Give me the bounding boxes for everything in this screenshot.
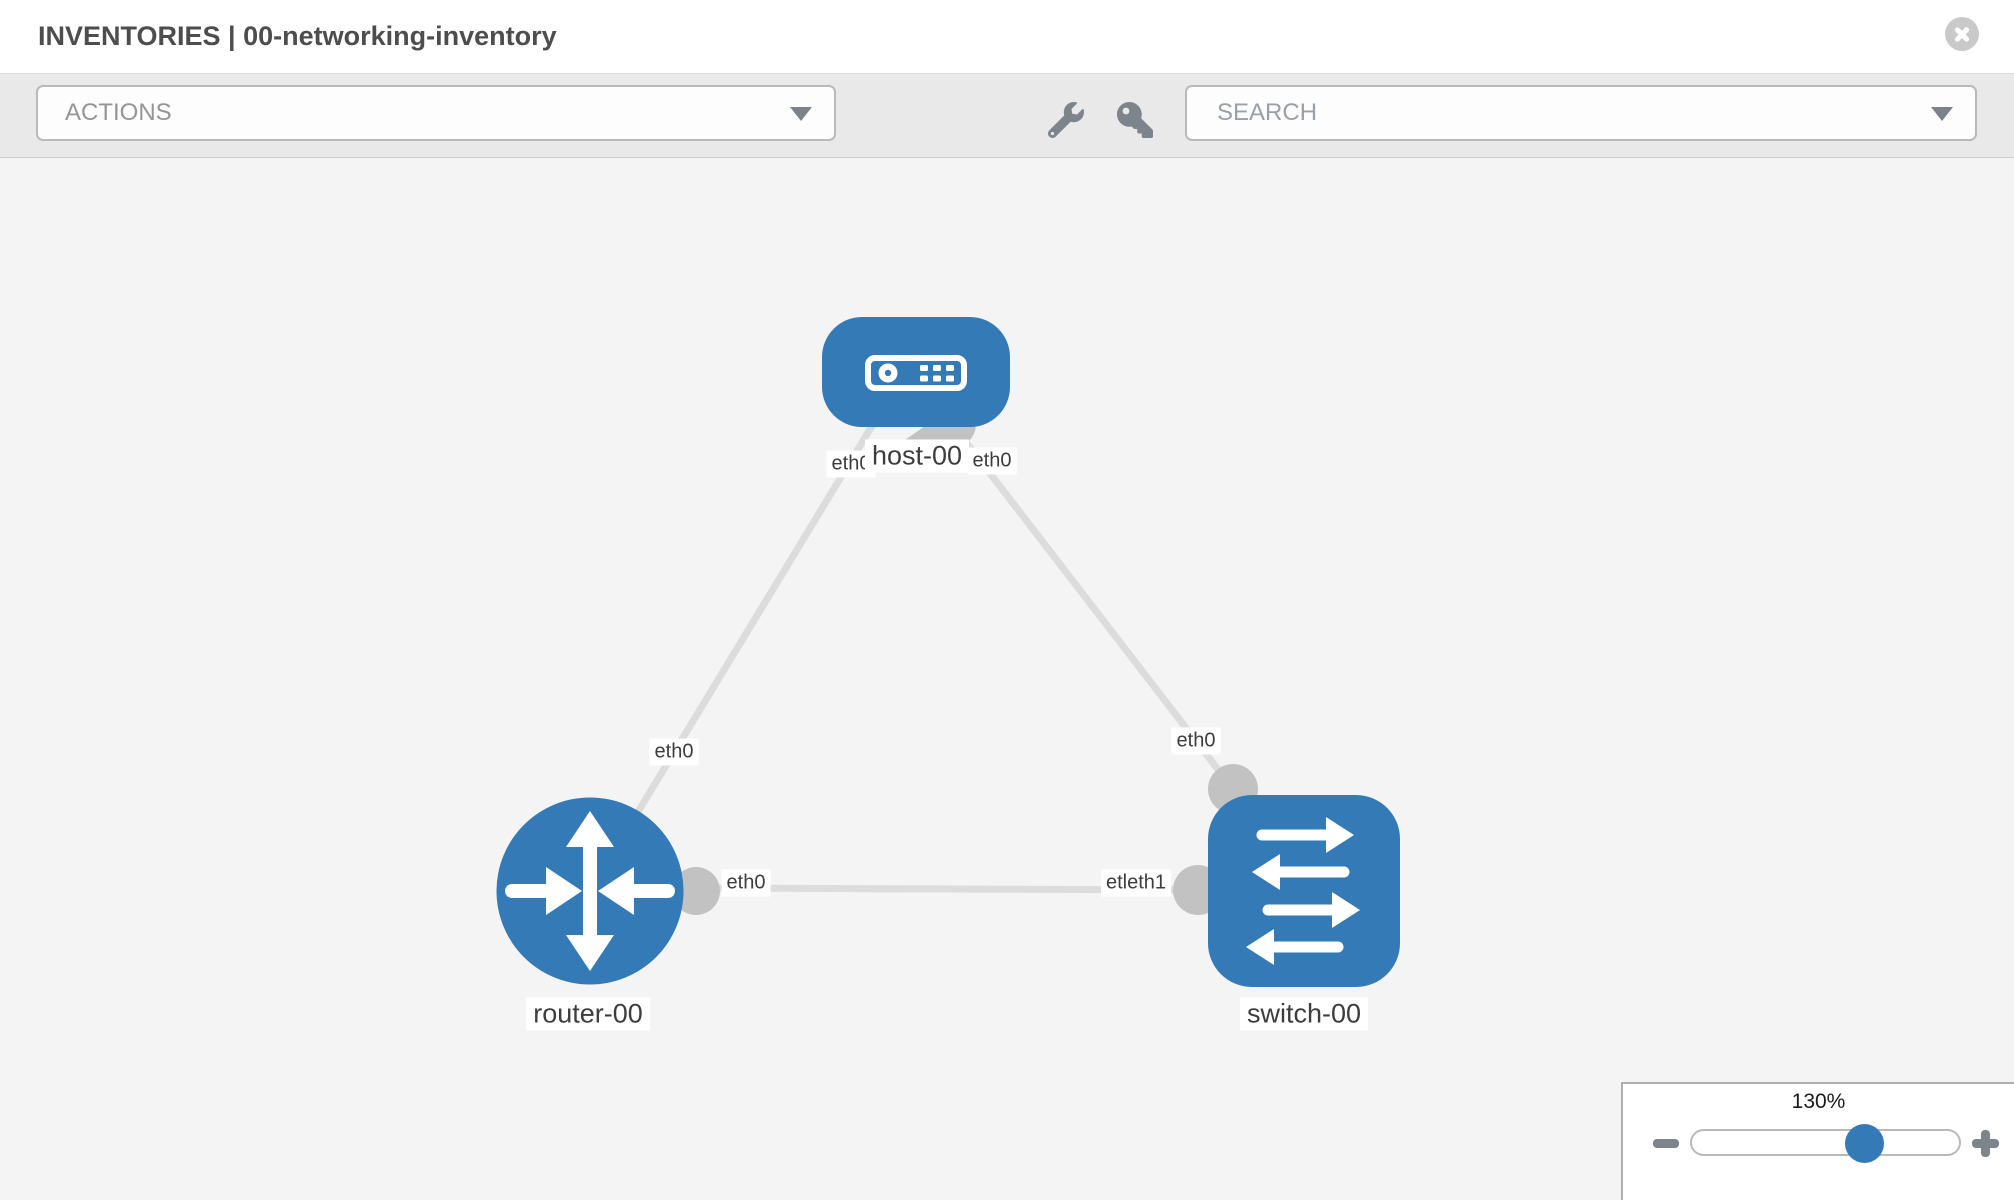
chevron-down-icon [790, 107, 812, 121]
zoom-panel: 130% [1621, 1082, 2014, 1200]
iface-label: eth0 [649, 738, 699, 766]
node-host[interactable] [822, 317, 1010, 427]
zoom-out-icon[interactable] [1653, 1139, 1679, 1148]
switch-icon [1246, 817, 1360, 965]
page-title: INVENTORIES | 00-networking-inventory [38, 21, 557, 51]
header-bar: INVENTORIES | 00-networking-inventory [0, 0, 2014, 73]
actions-dropdown-label: ACTIONS [65, 99, 172, 126]
node-label-router: router-00 [526, 997, 650, 1031]
chevron-down-icon [1931, 107, 1953, 121]
actions-dropdown[interactable]: ACTIONS [36, 85, 836, 141]
router-icon [505, 811, 675, 971]
wrench-icon[interactable] [1048, 102, 1084, 138]
node-label-switch: switch-00 [1239, 997, 1369, 1031]
link-group [587, 414, 1236, 894]
zoom-in-icon[interactable] [1972, 1130, 1999, 1157]
host-icon [865, 355, 967, 391]
zoom-level-text: 130% [1791, 1090, 1846, 1113]
port-group [672, 400, 1258, 915]
toolbar: ACTIONS SEARCH [0, 73, 2014, 158]
zoom-slider[interactable] [1690, 1129, 1961, 1156]
iface-label: eth0 [967, 447, 1017, 475]
node-switch[interactable] [1208, 795, 1400, 987]
search-placeholder: SEARCH [1217, 99, 1318, 126]
search-dropdown[interactable]: SEARCH [1185, 85, 1977, 141]
port-router-eth0 [672, 867, 720, 915]
iface-label: eth0 [721, 869, 771, 897]
node-label-host: host-00 [864, 439, 970, 473]
node-router[interactable] [496, 797, 684, 985]
topology-canvas[interactable]: eth0 eth0 eth0 eth0 eth0 etleth1 host-00… [0, 158, 2014, 1200]
iface-label: eth0 [1171, 727, 1221, 755]
iface-label: etleth1 [1100, 869, 1172, 897]
key-icon[interactable] [1117, 102, 1153, 138]
close-icon[interactable] [1945, 17, 1979, 51]
zoom-slider-knob[interactable] [1845, 1124, 1884, 1163]
